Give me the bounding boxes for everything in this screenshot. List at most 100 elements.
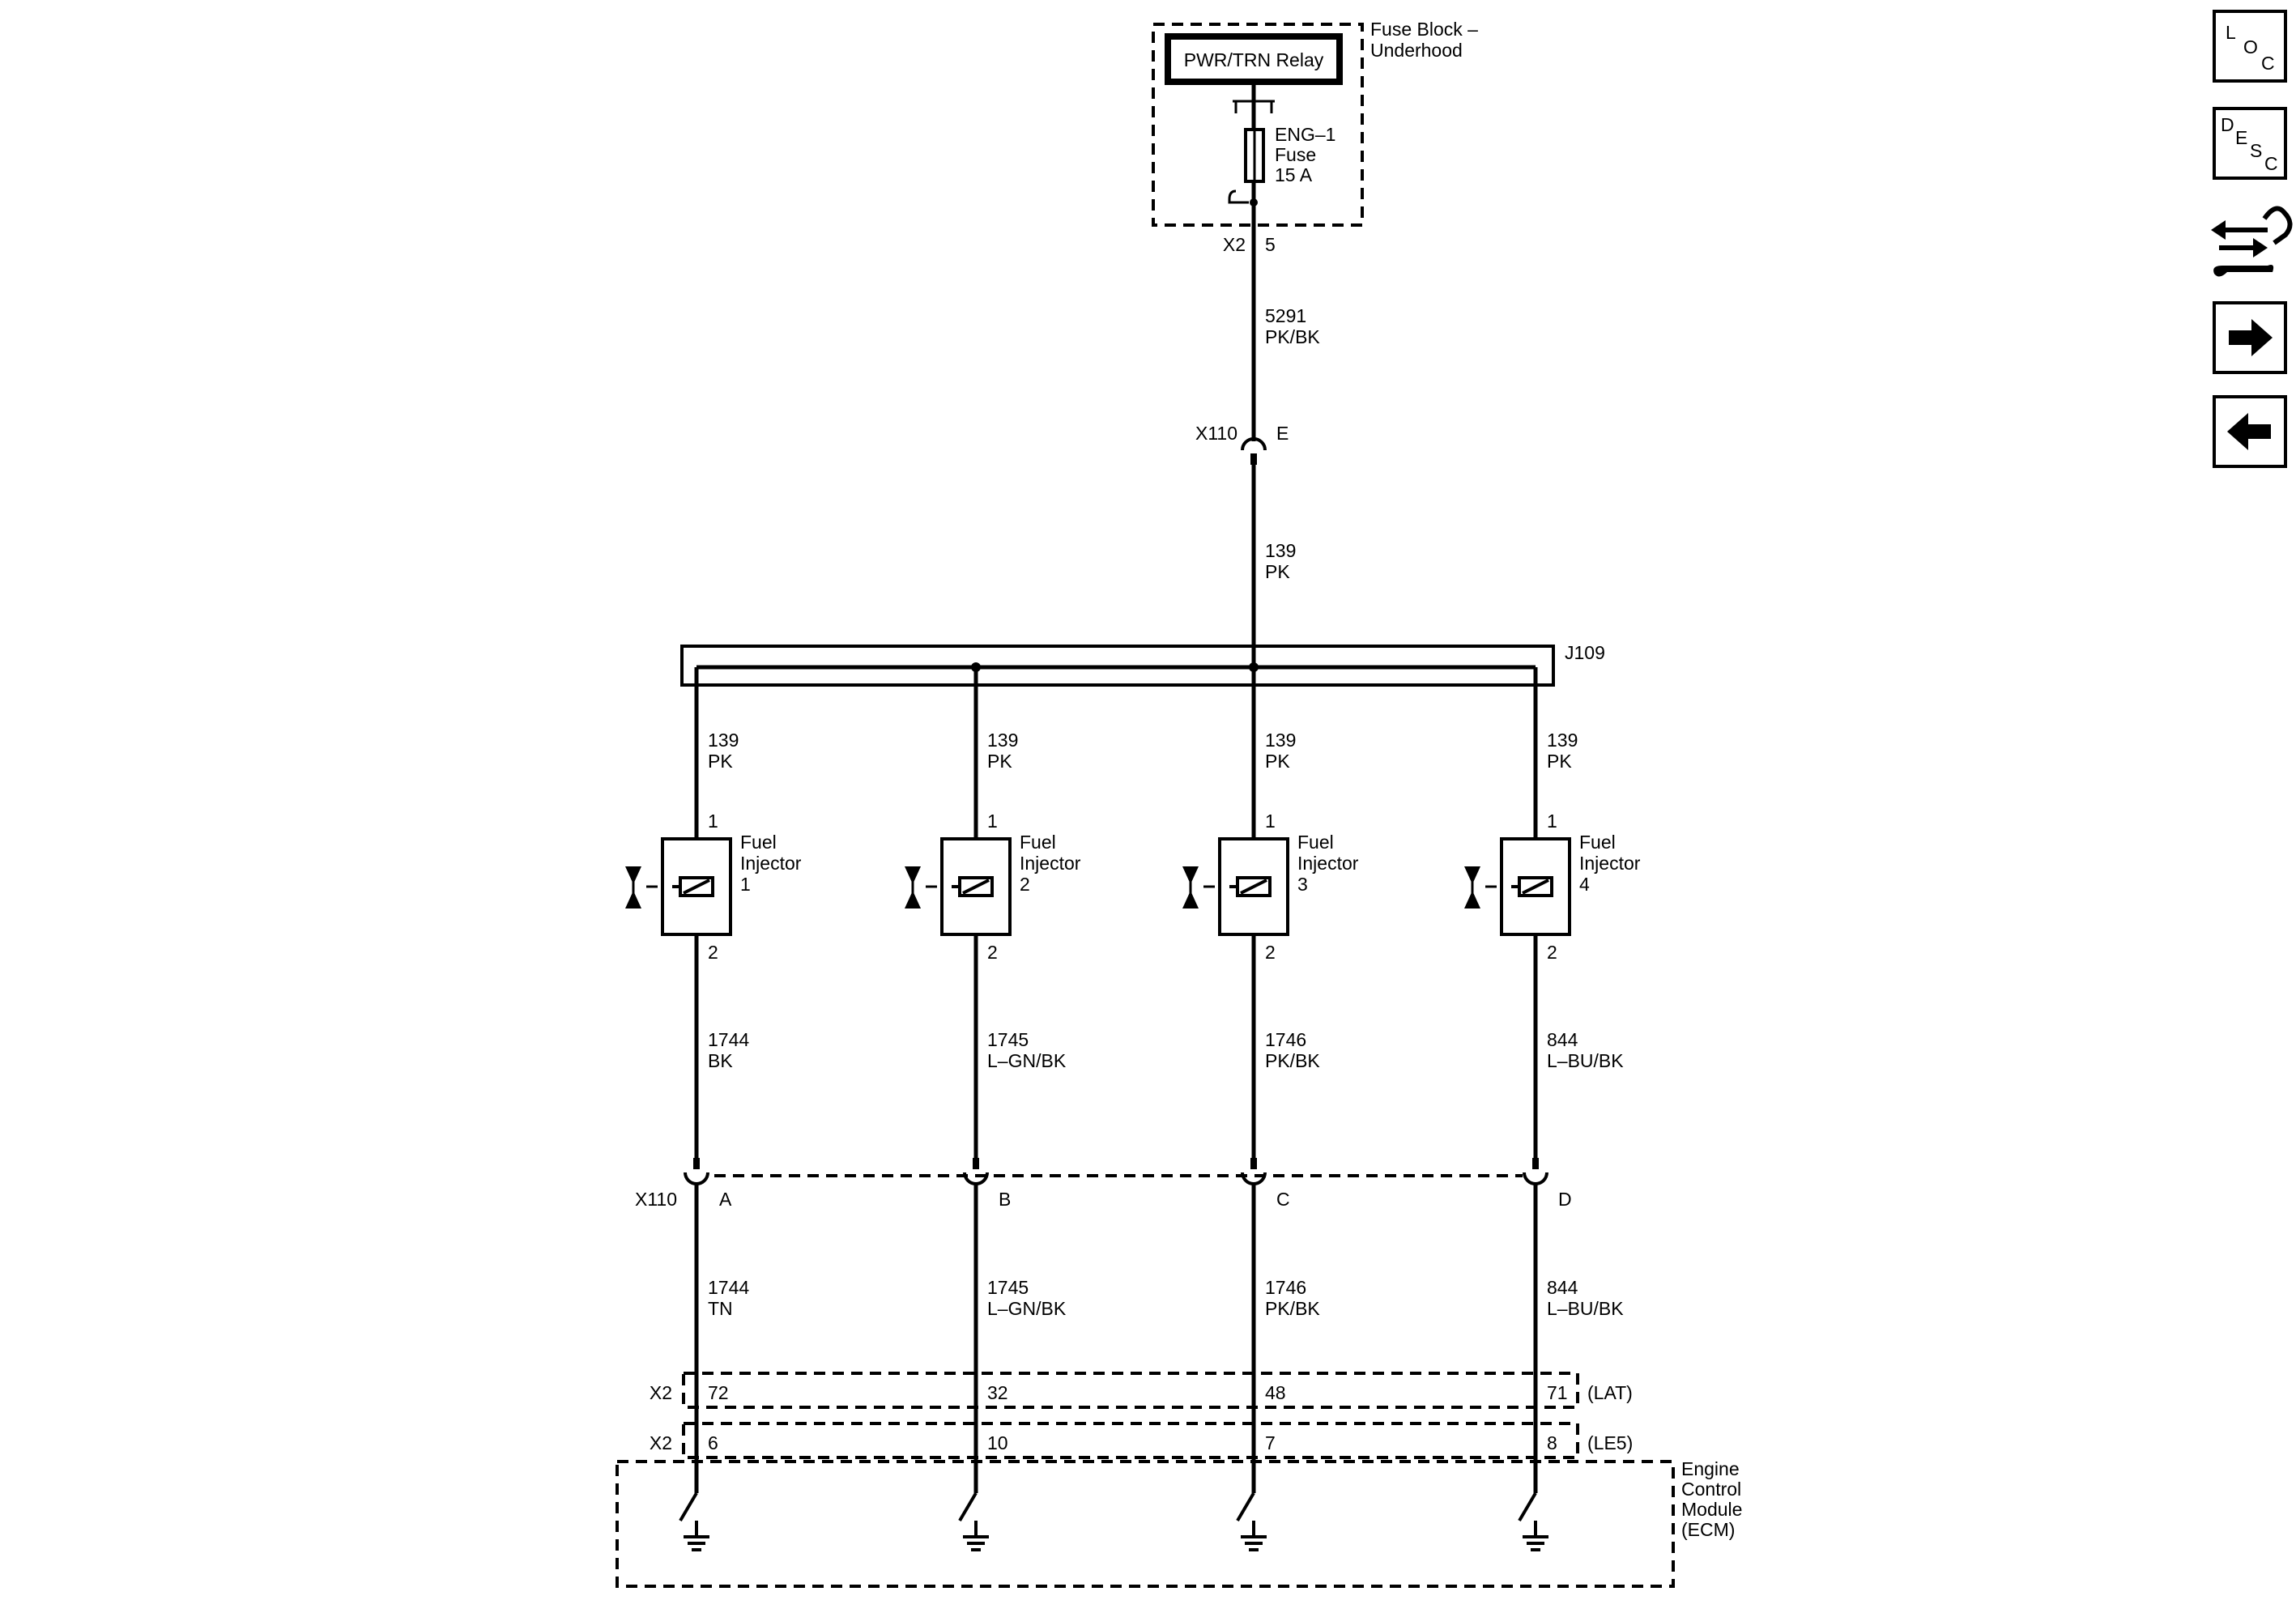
injector-pin-top: 1 <box>708 811 718 832</box>
next-button[interactable] <box>2213 301 2287 374</box>
injector-pin-bottom: 2 <box>708 942 718 963</box>
injector-column-3: 139PK1FuelInjector321746PK/BKC1746PK/BK4… <box>1182 662 1359 1551</box>
upper-wire-color: PK <box>708 751 733 772</box>
ecm-wire-circuit: 1744 <box>708 1277 749 1298</box>
loc-letter-o: O <box>2243 36 2258 57</box>
upper-wire-circuit: 139 <box>987 730 1018 751</box>
lower-wire-color: BK <box>708 1050 733 1071</box>
option-le5: (LE5) <box>1587 1432 1633 1453</box>
ecm-connector-le5-label: X2 <box>650 1432 672 1453</box>
fuse-word: Fuse <box>1275 144 1316 165</box>
lower-wire-circuit: 1746 <box>1265 1029 1306 1050</box>
ecm-driver-ground-icon <box>679 1491 709 1551</box>
arrow-left-icon <box>2227 413 2271 450</box>
injector-column-4: 139PK1FuelInjector42844L–BU/BKD844L–BU/B… <box>1464 667 1641 1551</box>
injector-column-2: 139PK1FuelInjector221745L–GN/BKB1745L–GN… <box>905 662 1081 1551</box>
x110-pin-e: E <box>1276 423 1289 444</box>
loc-button[interactable]: L O C <box>2213 10 2287 83</box>
previous-button[interactable] <box>2213 395 2287 468</box>
fuse-block-name-line1: Fuse Block – <box>1370 19 1478 40</box>
lower-x110-name: X110 <box>635 1189 677 1210</box>
ecm-connector-lat: X2 (LAT) <box>650 1372 1633 1409</box>
splice-name: J109 <box>1565 642 1605 663</box>
ecm-driver-ground-icon <box>1518 1491 1548 1551</box>
lower-wire-circuit: 1744 <box>708 1029 749 1050</box>
fuse-name: ENG–1 <box>1275 124 1335 145</box>
splice-feed-color: PK <box>1265 561 1290 582</box>
ecm-wire-circuit: 844 <box>1547 1277 1578 1298</box>
x110-pin-letter: A <box>719 1189 732 1210</box>
x110-pin-letter: C <box>1276 1189 1290 1210</box>
ecm-name-line1: Engine <box>1681 1458 1740 1479</box>
injector-pin-top: 1 <box>987 811 998 832</box>
connector-tool-icon[interactable] <box>2211 206 2293 277</box>
eng-1-fuse: ENG–1 Fuse 15 A <box>1244 124 1335 185</box>
injector-columns: 139PK1FuelInjector121744BKA1744TN726139P… <box>625 662 1641 1551</box>
upper-wire-circuit: 139 <box>708 730 739 751</box>
injector-name-line2: Injector <box>1297 853 1359 874</box>
x110-connector-e: X110 E <box>1195 423 1289 465</box>
upper-wire-color: PK <box>1547 751 1572 772</box>
upper-wire-circuit: 139 <box>1265 730 1296 751</box>
ecm-wire-circuit: 1745 <box>987 1277 1029 1298</box>
injector-pin-bottom: 2 <box>987 942 998 963</box>
x110-name: X110 <box>1195 423 1237 444</box>
ecm-wire-circuit: 1746 <box>1265 1277 1306 1298</box>
injector-number: 1 <box>740 874 751 895</box>
feed-wire-color: PK/BK <box>1265 326 1320 347</box>
upper-wire-circuit: 139 <box>1547 730 1578 751</box>
ecm-pin-le5: 10 <box>987 1432 1008 1453</box>
injector-name-line1: Fuel <box>740 832 777 853</box>
fuse-block-name-line2: Underhood <box>1370 40 1463 61</box>
ecm-driver-ground-icon <box>1236 1491 1267 1551</box>
injector-pin-top: 1 <box>1265 811 1276 832</box>
lower-wire-color: PK/BK <box>1265 1050 1320 1071</box>
lower-wire-color: L–BU/BK <box>1547 1050 1624 1071</box>
loc-letter-l: L <box>2226 22 2236 43</box>
splice-feed-circuit: 139 <box>1265 540 1296 561</box>
ecm-connector-lat-label: X2 <box>650 1382 672 1403</box>
ecm-name-line3: Module <box>1681 1499 1742 1520</box>
ecm-wire-color: PK/BK <box>1265 1298 1320 1319</box>
injector-name-line1: Fuel <box>1579 832 1616 853</box>
splice-j109: J109 <box>680 642 1605 687</box>
injector-name-line2: Injector <box>740 853 802 874</box>
pwr-trn-relay: PWR/TRN Relay <box>1165 33 1343 85</box>
injector-pin-bottom: 2 <box>1547 942 1557 963</box>
lower-wire-color: L–GN/BK <box>987 1050 1067 1071</box>
ecm-pin-le5: 7 <box>1265 1432 1276 1453</box>
desc-letter-e: E <box>2235 127 2247 148</box>
ecm-name-line4: (ECM) <box>1681 1519 1735 1540</box>
injector-name-line1: Fuel <box>1020 832 1056 853</box>
fuse-block: Fuse Block – Underhood PWR/TRN Relay ENG… <box>1152 19 1478 227</box>
injector-pin-top: 1 <box>1547 811 1557 832</box>
desc-letter-s: S <box>2250 140 2262 161</box>
arrow-right-icon <box>2229 319 2273 356</box>
x110-lower-pin: C <box>1241 1158 1290 1210</box>
upper-wire-color: PK <box>987 751 1012 772</box>
relay-label: PWR/TRN Relay <box>1184 49 1324 70</box>
ecm-pin-lat: 71 <box>1547 1382 1568 1403</box>
desc-button[interactable]: D E S C <box>2213 107 2287 180</box>
injector-name-line2: Injector <box>1020 853 1081 874</box>
fuse-block-pin: 5 <box>1265 234 1276 255</box>
ecm-connector-le5: X2 (LE5) <box>650 1422 1633 1459</box>
x110-lower-pin: B <box>963 1158 1011 1210</box>
ecm-wire-color: L–GN/BK <box>987 1298 1067 1319</box>
fuse-block-connector: X2 <box>1223 234 1246 255</box>
ecm-wire-color: L–BU/BK <box>1547 1298 1624 1319</box>
feed-wire-circuit: 5291 <box>1265 305 1306 326</box>
injector-number: 2 <box>1020 874 1030 895</box>
lower-wire-circuit: 844 <box>1547 1029 1578 1050</box>
ecm-name-line2: Control <box>1681 1479 1741 1500</box>
desc-letter-d: D <box>2221 114 2234 135</box>
injector-number: 4 <box>1579 874 1590 895</box>
lower-wire-circuit: 1745 <box>987 1029 1029 1050</box>
injector-name-line1: Fuel <box>1297 832 1334 853</box>
injector-number: 3 <box>1297 874 1308 895</box>
